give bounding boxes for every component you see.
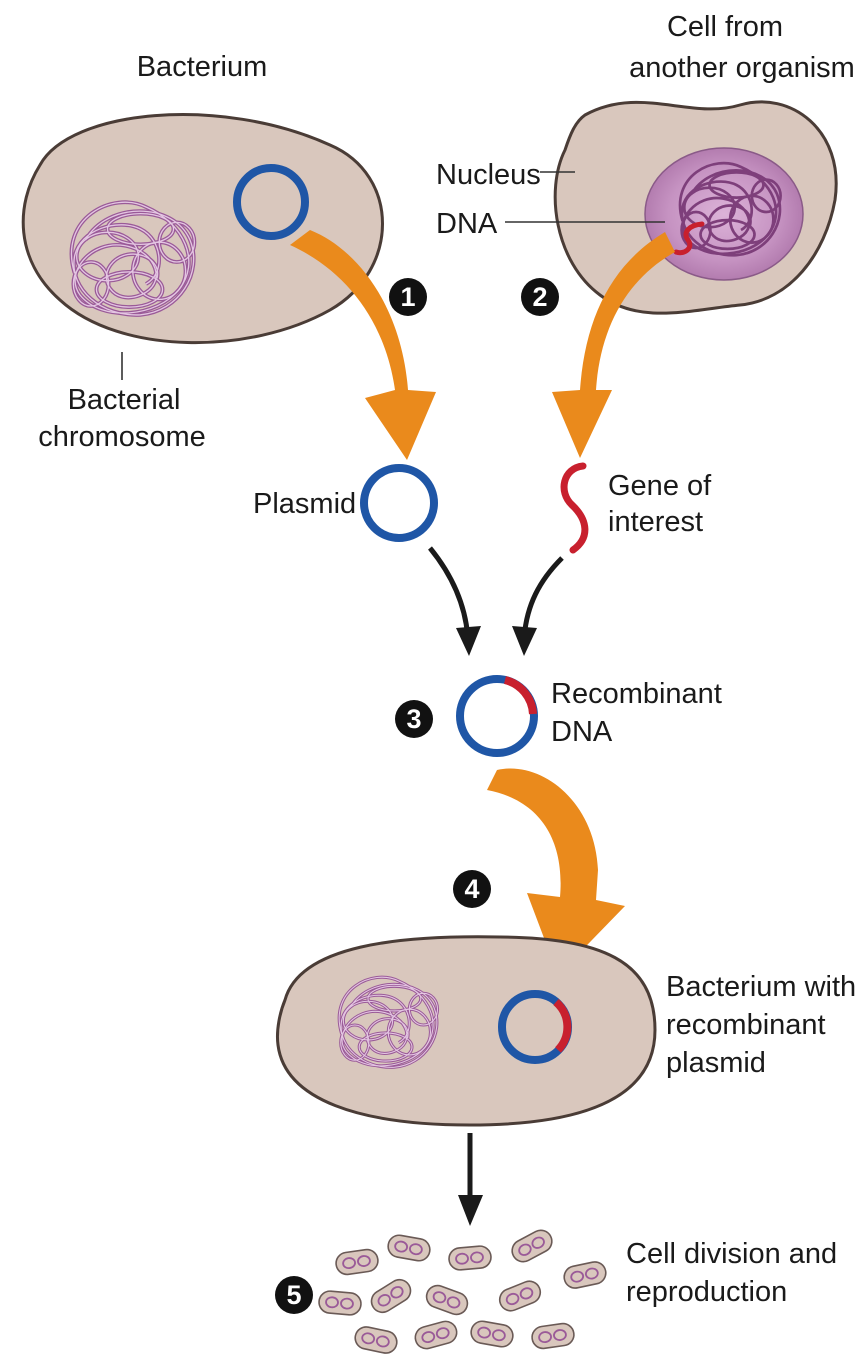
small-bacterium: [413, 1319, 459, 1351]
isolated-plasmid: [364, 468, 434, 538]
step-3-number: 3: [406, 704, 421, 734]
step-1-number: 1: [400, 282, 415, 312]
label-cell-line1: Cell from: [667, 11, 783, 43]
small-bacterium: [335, 1248, 380, 1276]
small-bacterium: [531, 1322, 576, 1350]
step-2-number: 2: [532, 282, 547, 312]
step-5-marker: 5: [275, 1276, 313, 1314]
step-1-marker: 1: [389, 278, 427, 316]
step-4-number: 4: [464, 874, 479, 904]
arrow-gene-to-recombinant: [512, 558, 562, 656]
step-5-number: 5: [286, 1280, 301, 1310]
small-bacterium: [353, 1325, 399, 1355]
label-cell-line2: another organism: [629, 52, 855, 84]
small-bacterium: [469, 1320, 514, 1349]
small-bacterium: [367, 1276, 414, 1317]
label-nucleus: Nucleus: [436, 159, 541, 191]
label-division-line2: reproduction: [626, 1276, 787, 1308]
small-bacterium: [424, 1282, 471, 1317]
small-bacterium: [386, 1234, 431, 1263]
small-bacterium: [496, 1278, 543, 1314]
gene-of-interest: [564, 466, 585, 550]
small-bacterium: [508, 1226, 555, 1265]
label-dna: DNA: [436, 208, 498, 240]
small-bacterium: [318, 1290, 362, 1316]
dividing-cells: [318, 1226, 608, 1355]
label-recombinant-line1: Recombinant: [551, 678, 722, 710]
step-2-marker: 2: [521, 278, 559, 316]
label-gene-line2: interest: [608, 506, 703, 538]
label-bacterial-line2: chromosome: [38, 421, 206, 453]
recombinant-dna-ring: [460, 679, 534, 753]
label-division-line1: Cell division and: [626, 1238, 837, 1270]
step-3-marker: 3: [395, 700, 433, 738]
label-recombinant-line2: DNA: [551, 716, 613, 748]
arrow-to-division: [458, 1133, 483, 1226]
label-plasmid: Plasmid: [253, 488, 356, 520]
label-gene-line1: Gene of: [608, 470, 712, 502]
recombinant-bacterium: [277, 937, 655, 1125]
label-bacterium: Bacterium: [137, 51, 268, 83]
label-bacterial-line1: Bacterial: [68, 384, 181, 416]
small-bacterium: [448, 1245, 492, 1271]
label-bacterium-with-line2: recombinant: [666, 1009, 826, 1041]
label-bacterium-with-line3: plasmid: [666, 1047, 766, 1079]
step-4-marker: 4: [453, 870, 491, 908]
label-bacterium-with-line1: Bacterium with: [666, 971, 856, 1003]
arrow-plasmid-to-recombinant: [430, 548, 481, 656]
small-bacterium: [562, 1260, 608, 1290]
